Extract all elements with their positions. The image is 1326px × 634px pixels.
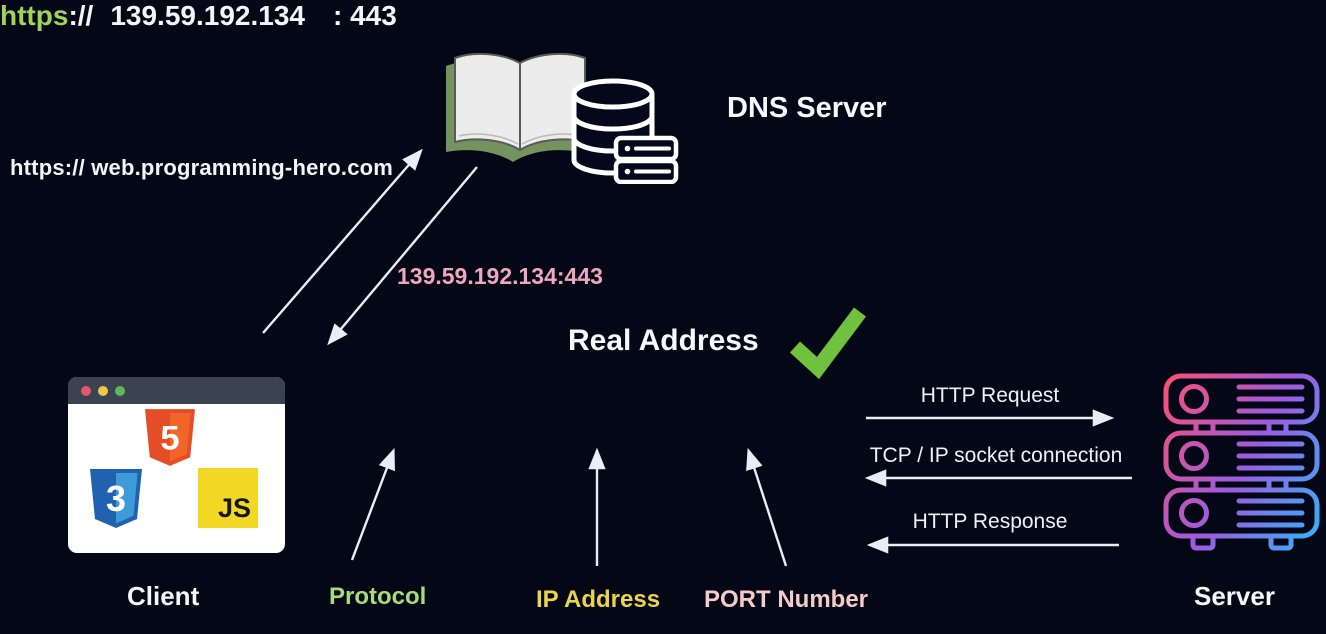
- requested-url-text: https:// web.programming-hero.com: [10, 155, 394, 180]
- minimize-dot-icon: [98, 386, 108, 396]
- port-pointer-arrow: [746, 447, 788, 567]
- css3-logo-icon: 3: [90, 469, 142, 528]
- http-request-label: HTTP Request: [920, 384, 1060, 407]
- book-left-page: [454, 52, 521, 151]
- server-label: Server: [1194, 581, 1275, 611]
- protocol-pointer-arrow: [350, 447, 395, 561]
- protocol-text: https: [0, 0, 69, 31]
- real-address-label: Real Address: [568, 324, 759, 357]
- svg-text:3: 3: [106, 478, 126, 519]
- resolved-address-text: 139.59.192.134:443: [397, 263, 603, 289]
- svg-text:5: 5: [160, 420, 179, 458]
- server-rack-icon: [1163, 373, 1320, 551]
- port-text: : 443: [332, 0, 397, 31]
- dns-book-database-icon: [446, 52, 679, 184]
- protocol-annotation: Protocol: [329, 583, 427, 610]
- browser-titlebar: [68, 377, 285, 404]
- ip-text: 139.59.192.134: [110, 0, 305, 31]
- close-dot-icon: [81, 386, 91, 396]
- dns-response-arrow: [327, 166, 478, 346]
- ip-address-annotation: IP Address: [536, 586, 661, 613]
- server-unit: [1163, 430, 1320, 482]
- address-breakdown: https :// 139.59.192.134 : 443: [0, 0, 1326, 32]
- client-browser-icon: 5 3 JS: [68, 377, 285, 553]
- green-checkmark-icon: [789, 307, 866, 380]
- port-number-annotation: PORT Number: [704, 586, 869, 613]
- html5-logo-icon: 5: [145, 409, 195, 466]
- scheme-separator-text: ://: [68, 0, 94, 31]
- client-label: Client: [127, 581, 200, 611]
- server-unit: [1163, 487, 1320, 539]
- dns-server-label: DNS Server: [727, 92, 887, 124]
- database-server-units: [613, 135, 679, 184]
- http-response-label: HTTP Response: [912, 510, 1068, 533]
- js-logo-icon: JS: [198, 468, 258, 528]
- server-unit: [1163, 373, 1320, 425]
- maximize-dot-icon: [115, 386, 125, 396]
- tcp-socket-label: TCP / IP socket connection: [869, 444, 1123, 467]
